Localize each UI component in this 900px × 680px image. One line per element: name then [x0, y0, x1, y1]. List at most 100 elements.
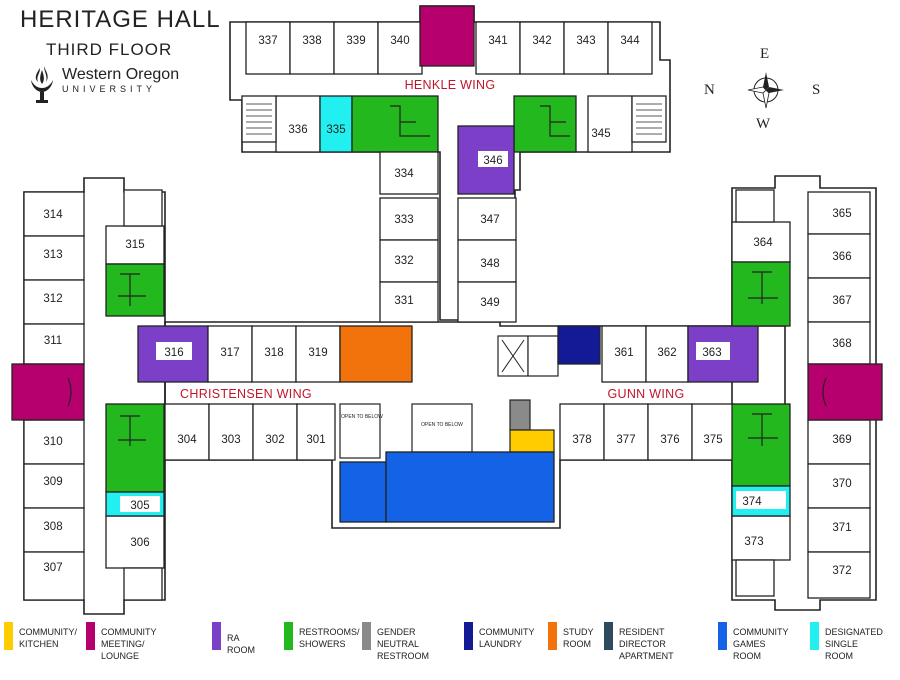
room-label: 370 — [832, 478, 851, 490]
room-label: 339 — [346, 35, 365, 47]
room-label: 377 — [616, 434, 635, 446]
henkle-restroom-east[interactable] — [513, 95, 577, 153]
room-369[interactable] — [807, 419, 871, 465]
community-games-room[interactable] — [385, 451, 555, 523]
room-label: 345 — [591, 128, 610, 140]
room-306[interactable] — [105, 515, 165, 569]
legend-swatch — [464, 622, 473, 650]
room-340[interactable] — [377, 21, 423, 75]
open-to-below-note-left: OPEN TO BELOW — [341, 414, 383, 420]
torch-icon — [31, 66, 53, 103]
room-344[interactable] — [607, 21, 653, 75]
study-room[interactable] — [339, 325, 413, 383]
room-311[interactable] — [23, 323, 85, 365]
room-333[interactable] — [379, 197, 439, 241]
logo-subtext: UNIVERSITY — [62, 84, 157, 94]
legend-swatch — [284, 622, 293, 650]
gunn-restroom-south[interactable] — [731, 403, 791, 487]
room-label: 343 — [576, 35, 595, 47]
compass-south-label: S — [812, 82, 821, 98]
room-307[interactable] — [23, 551, 85, 601]
room-310[interactable] — [23, 419, 85, 465]
room-label: 319 — [308, 347, 327, 359]
legend-label: COMMUNITY — [733, 627, 789, 637]
room-378[interactable] — [559, 403, 605, 461]
room-label: 306 — [130, 537, 149, 549]
room-373[interactable] — [731, 515, 791, 561]
room-label: 316 — [164, 347, 183, 359]
room-label: 315 — [125, 239, 144, 251]
christensen-lounge[interactable] — [11, 363, 85, 421]
room-314[interactable] — [23, 191, 85, 237]
room-302[interactable] — [252, 403, 298, 461]
room-377[interactable] — [603, 403, 649, 461]
room-367[interactable] — [807, 277, 871, 323]
games-room-west[interactable] — [339, 461, 387, 523]
room-334[interactable] — [379, 151, 439, 195]
room-365[interactable] — [807, 191, 871, 235]
room-label: 333 — [394, 214, 413, 226]
room-370[interactable] — [807, 463, 871, 509]
legend-swatch — [4, 622, 13, 650]
room-345[interactable] — [587, 95, 633, 153]
room-347[interactable] — [457, 197, 517, 241]
room-349[interactable] — [457, 281, 517, 323]
room-313[interactable] — [23, 235, 85, 281]
room-label: 318 — [264, 347, 283, 359]
room-348[interactable] — [457, 239, 517, 283]
room-317[interactable] — [207, 325, 253, 383]
room-label: 313 — [43, 249, 62, 261]
room-label: 334 — [394, 168, 414, 180]
room-342[interactable] — [519, 21, 565, 75]
room-label: 314 — [43, 209, 63, 221]
room-368[interactable] — [807, 321, 871, 365]
room-341[interactable] — [475, 21, 521, 75]
room-label: 361 — [614, 347, 633, 359]
room-332[interactable] — [379, 239, 439, 283]
room-label: 342 — [532, 35, 551, 47]
community-laundry[interactable] — [557, 325, 601, 365]
community-kitchen[interactable] — [509, 429, 555, 453]
room-337[interactable] — [245, 21, 291, 75]
room-376[interactable] — [647, 403, 693, 461]
room-375[interactable] — [691, 403, 735, 461]
room-303[interactable] — [208, 403, 254, 461]
room-319[interactable] — [295, 325, 341, 383]
room-362[interactable] — [645, 325, 689, 383]
room-343[interactable] — [563, 21, 609, 75]
room-318[interactable] — [251, 325, 297, 383]
room-331[interactable] — [379, 281, 439, 323]
room-label: 304 — [177, 434, 197, 446]
room-label: 366 — [832, 251, 851, 263]
room-label: 302 — [265, 434, 284, 446]
room-335[interactable] — [319, 95, 353, 153]
room-372[interactable] — [807, 551, 871, 599]
room-374-label-box — [736, 491, 786, 509]
legend-swatch — [212, 622, 221, 650]
christensen-restroom-south[interactable] — [105, 403, 165, 493]
gender-neutral-restroom[interactable] — [509, 399, 531, 431]
legend-label: ROOM — [563, 639, 591, 649]
room-301[interactable] — [296, 403, 336, 461]
room-label: 307 — [43, 562, 62, 574]
christensen-restroom-north[interactable] — [105, 263, 165, 317]
legend-label: GAMES ROOM — [733, 639, 766, 661]
room-label: 375 — [703, 434, 722, 446]
room-308[interactable] — [23, 507, 85, 553]
room-338[interactable] — [289, 21, 335, 75]
room-label: 311 — [44, 335, 62, 347]
room-label: 312 — [43, 293, 62, 305]
room-339[interactable] — [333, 21, 379, 75]
room-315[interactable] — [105, 225, 165, 265]
room-label: 305 — [130, 500, 149, 512]
room-label: 349 — [480, 297, 499, 309]
henkle-lounge[interactable] — [419, 5, 475, 67]
henkle-restroom-west[interactable] — [351, 95, 439, 153]
legend-label: RESIDENT DIRECTOR — [619, 627, 666, 649]
gunn-lounge[interactable] — [807, 363, 883, 421]
gunn-restroom-north[interactable] — [731, 261, 791, 327]
compass-icon — [747, 72, 784, 109]
room-label: 303 — [221, 434, 240, 446]
room-304[interactable] — [164, 403, 210, 461]
map-legend: COMMUNITY/KITCHEN COMMUNITY MEETING/LOUN… — [0, 616, 900, 680]
